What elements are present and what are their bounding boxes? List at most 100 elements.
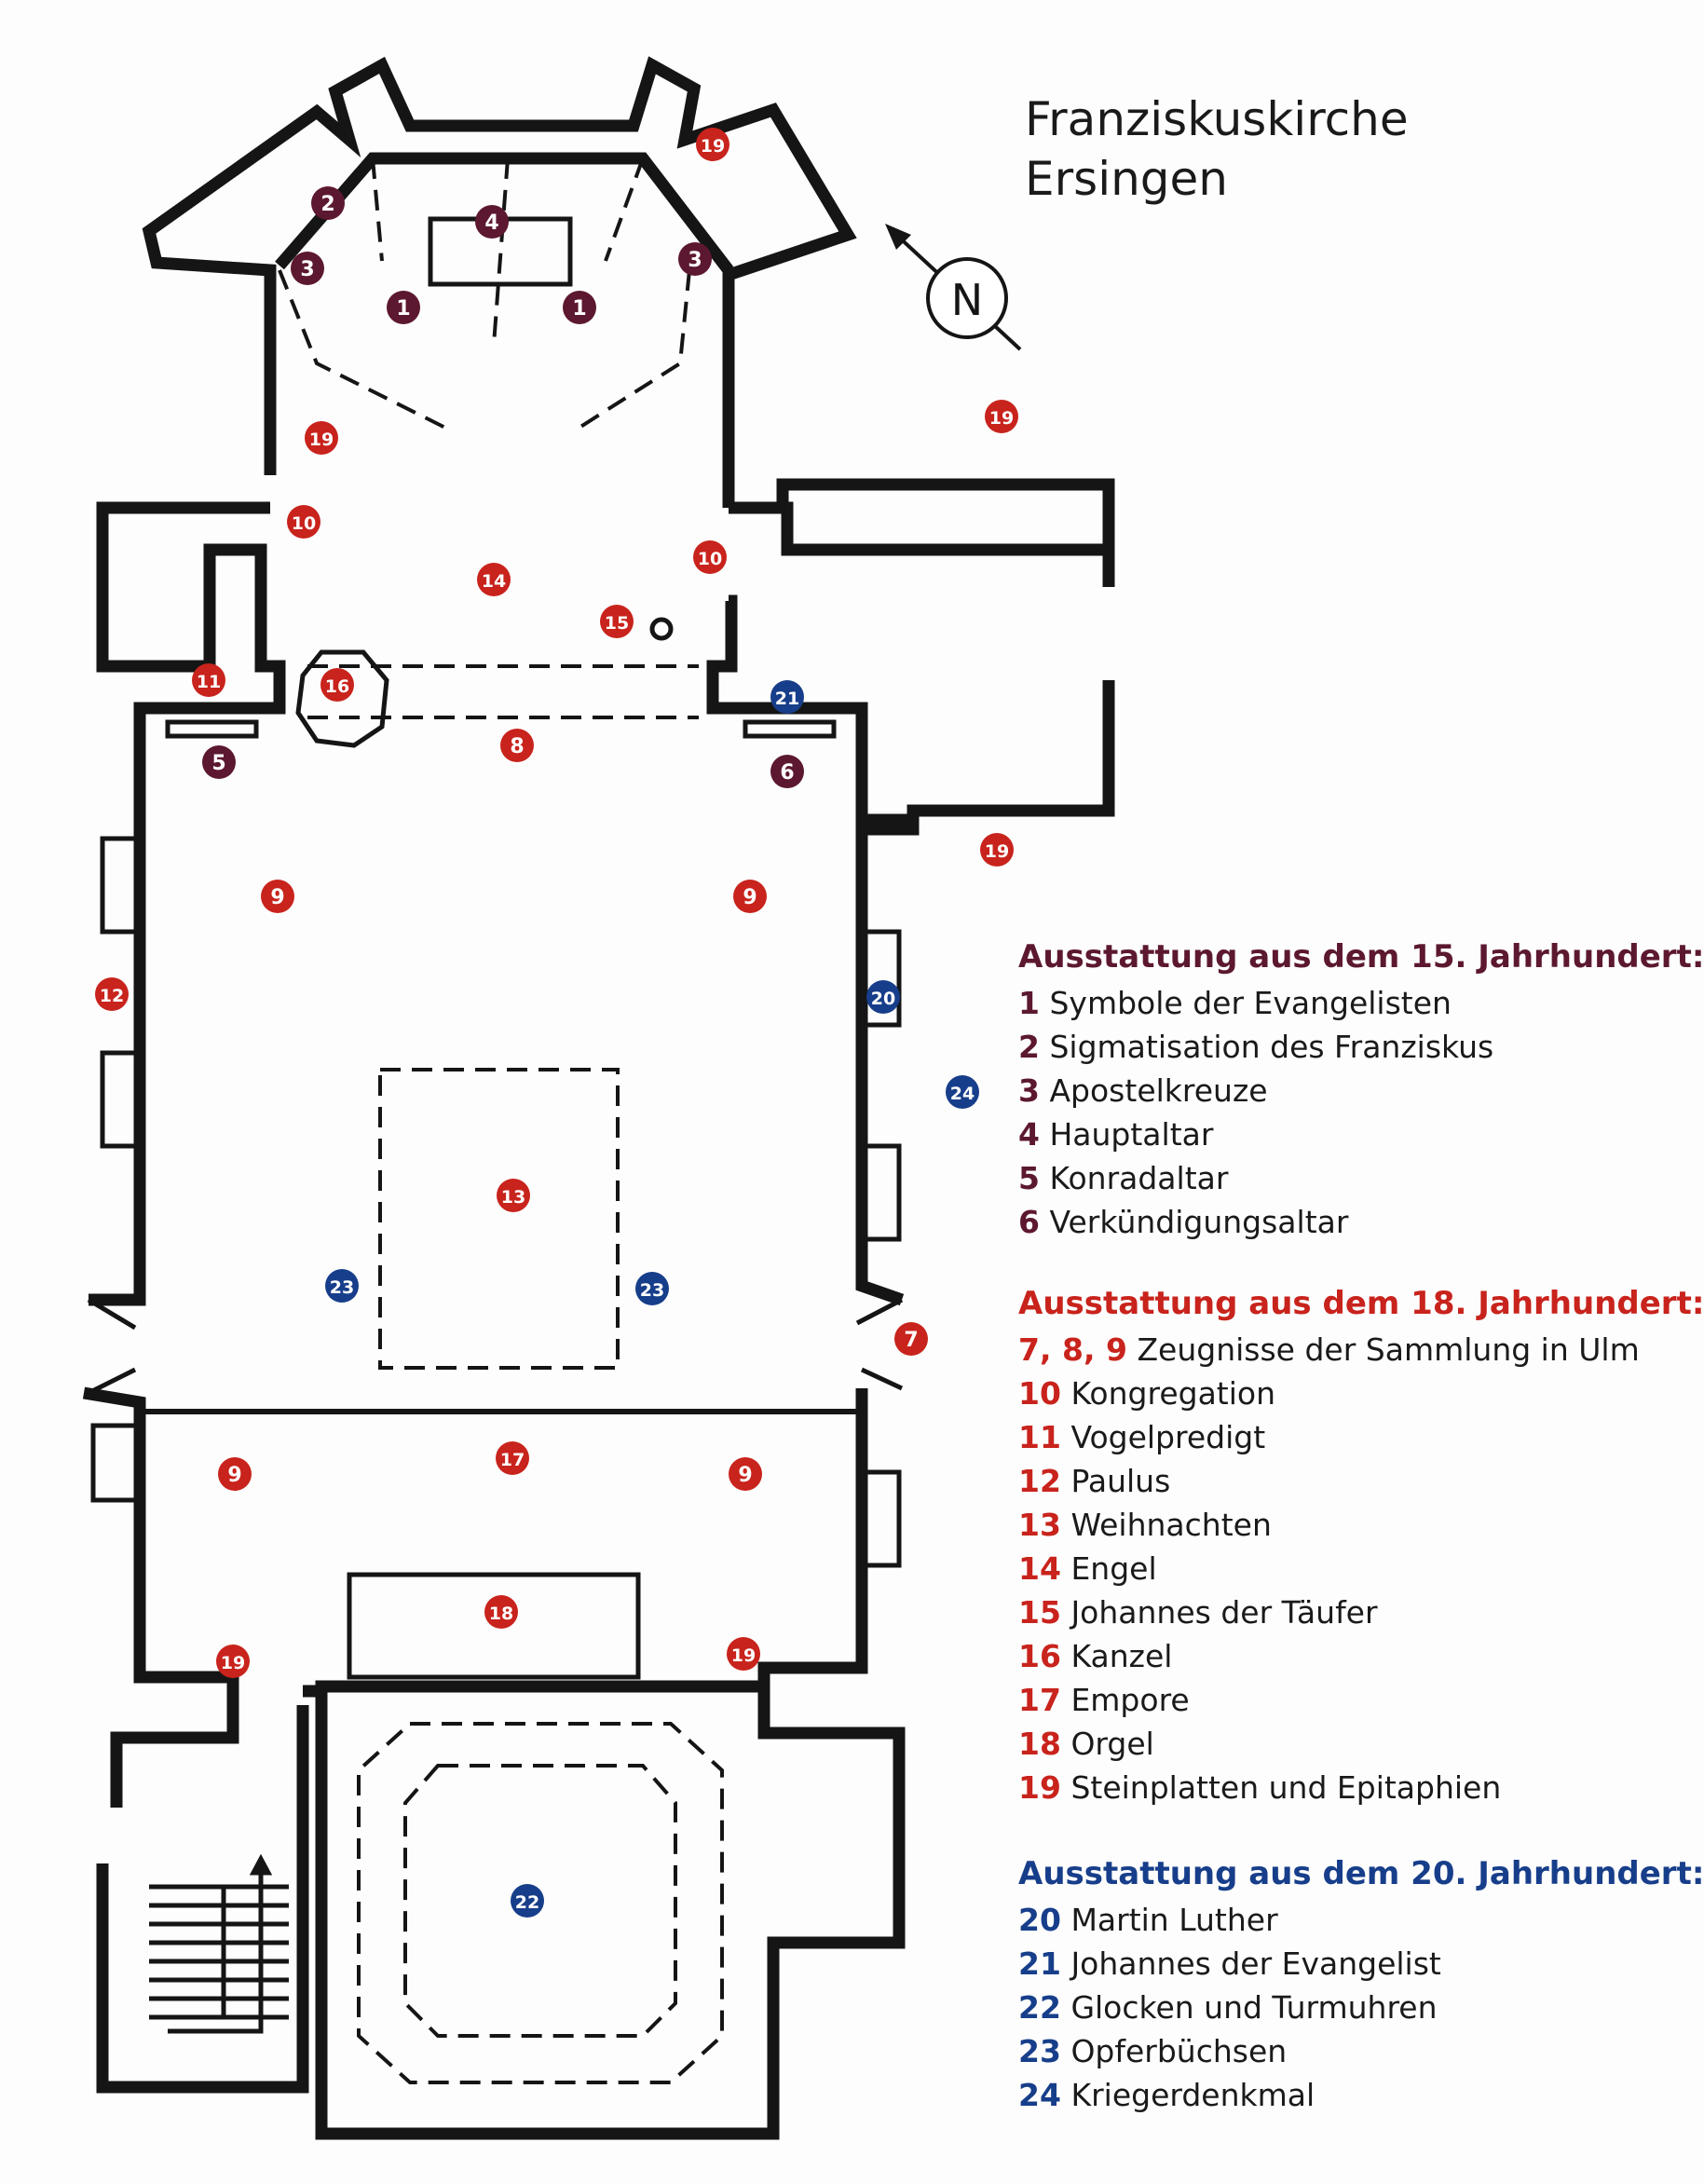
marker-12: 12 bbox=[95, 977, 129, 1011]
marker-circle bbox=[305, 421, 338, 455]
marker-circle bbox=[770, 680, 804, 714]
marker-circle bbox=[387, 291, 420, 324]
legend-num: 11 bbox=[1018, 1419, 1061, 1455]
legend-text: Glocken und Turmuhren bbox=[1070, 1989, 1438, 2026]
marker-circle bbox=[980, 833, 1014, 867]
legend-num: 22 bbox=[1018, 1989, 1061, 2026]
plan-title: Franziskuskirche Ersingen bbox=[1025, 89, 1409, 209]
marker-19: 19 bbox=[980, 833, 1014, 867]
legend-item: 10 Kongregation bbox=[1018, 1372, 1704, 1415]
apse-wall bbox=[142, 56, 857, 508]
marker-circle bbox=[635, 1272, 669, 1305]
marker-circle bbox=[563, 291, 596, 324]
legend-num: 5 bbox=[1018, 1160, 1040, 1196]
doorway-right bbox=[855, 1297, 904, 1391]
marker-label: 19 bbox=[989, 408, 1014, 429]
marker-circle bbox=[693, 540, 727, 574]
marker-7: 7 bbox=[894, 1322, 928, 1356]
pulpit-outline bbox=[295, 649, 389, 748]
marker-circle bbox=[500, 729, 534, 762]
marker-1: 1 bbox=[563, 291, 596, 324]
legend-18th-century: Ausstattung aus dem 18. Jahrhundert: 7, … bbox=[1018, 1282, 1704, 1809]
marker-circle bbox=[287, 505, 320, 539]
legend-num: 7, 8, 9 bbox=[1018, 1331, 1127, 1368]
legend-num: 12 bbox=[1018, 1463, 1061, 1499]
legend-text: Vogelpredigt bbox=[1070, 1419, 1266, 1455]
marker-circle bbox=[727, 1637, 760, 1671]
marker-13: 13 bbox=[497, 1179, 530, 1212]
marker-23: 23 bbox=[635, 1272, 669, 1305]
marker-17: 17 bbox=[496, 1441, 529, 1475]
marker-14: 14 bbox=[477, 563, 511, 596]
marker-circle bbox=[496, 1441, 529, 1475]
legend-num: 20 bbox=[1018, 1902, 1061, 1938]
compass-arrowhead bbox=[885, 224, 911, 250]
nave-left-wall bbox=[89, 501, 286, 1306]
legend-text: Paulus bbox=[1070, 1463, 1171, 1499]
marker-label: 12 bbox=[100, 986, 124, 1006]
legend-item: 22 Glocken und Turmuhren bbox=[1018, 1986, 1704, 2029]
legend-num: 14 bbox=[1018, 1550, 1061, 1587]
legend-item: 4 Hauptaltar bbox=[1018, 1112, 1704, 1156]
stairs bbox=[149, 1859, 289, 2034]
marker-19: 19 bbox=[985, 400, 1018, 433]
marker-circle bbox=[477, 563, 511, 596]
legend-text: Johannes der Täufer bbox=[1070, 1594, 1378, 1631]
marker-label: 19 bbox=[701, 136, 725, 157]
marker-label: 19 bbox=[221, 1653, 245, 1673]
sacristy-wall bbox=[729, 478, 1115, 587]
marker-label: 6 bbox=[780, 761, 794, 785]
marker-20: 20 bbox=[866, 980, 900, 1014]
legend-item: 3 Apostelkreuze bbox=[1018, 1069, 1704, 1112]
marker-label: 19 bbox=[309, 430, 334, 450]
marker-9: 9 bbox=[218, 1457, 252, 1491]
marker-circle bbox=[325, 1269, 359, 1303]
marker-9: 9 bbox=[733, 880, 767, 913]
title-line-1: Franziskuskirche bbox=[1025, 92, 1409, 146]
marker-label: 10 bbox=[698, 549, 722, 569]
marker-label: 13 bbox=[501, 1187, 525, 1208]
dashed-lines bbox=[278, 157, 724, 2084]
legend-text: Sigmatisation des Franziskus bbox=[1049, 1029, 1494, 1065]
legend-item: 1 Symbole der Evangelisten bbox=[1018, 981, 1704, 1025]
marker-8: 8 bbox=[500, 729, 534, 762]
legend-num: 21 bbox=[1018, 1945, 1061, 1982]
compass: N bbox=[885, 224, 1022, 351]
legend-num: 17 bbox=[1018, 1682, 1061, 1718]
marker-1: 1 bbox=[387, 291, 420, 324]
marker-circle bbox=[894, 1322, 928, 1356]
legend-text: Kongregation bbox=[1070, 1375, 1276, 1412]
legend-text: Johannes der Evangelist bbox=[1070, 1945, 1441, 1982]
vault-ribs bbox=[278, 157, 691, 430]
nave-right-wall bbox=[706, 594, 905, 1306]
legend-text: Zeugnisse der Sammlung in Ulm bbox=[1137, 1331, 1640, 1368]
legend-num: 16 bbox=[1018, 1638, 1061, 1674]
legend-item: 12 Paulus bbox=[1018, 1459, 1704, 1503]
nave-left-wall-lower bbox=[82, 1386, 239, 1808]
marker-5: 5 bbox=[202, 745, 236, 779]
marker-circle bbox=[866, 980, 900, 1014]
legend-text: Apostelkreuze bbox=[1049, 1072, 1268, 1109]
legend-item: 6 Verkündigungsaltar bbox=[1018, 1200, 1704, 1244]
marker-label: 9 bbox=[270, 886, 284, 909]
marker-circle bbox=[511, 1884, 544, 1918]
fixtures bbox=[87, 216, 904, 2034]
marker-circle bbox=[946, 1075, 979, 1109]
legend-num: 23 bbox=[1018, 2033, 1061, 2069]
legend-num: 13 bbox=[1018, 1507, 1061, 1543]
marker-label: 5 bbox=[211, 752, 225, 775]
legend-15th-century: Ausstattung aus dem 15. Jahrhundert: 1 S… bbox=[1018, 935, 1704, 1244]
title-line-2: Ersingen bbox=[1025, 152, 1228, 206]
marker-21: 21 bbox=[770, 680, 804, 714]
marker-circle bbox=[985, 400, 1018, 433]
marker-label: 23 bbox=[330, 1277, 354, 1298]
crib-area bbox=[378, 1068, 620, 1370]
tower-stair-wall bbox=[96, 1705, 309, 2094]
marker-circle bbox=[678, 242, 712, 276]
marker-circle bbox=[261, 880, 294, 913]
marker-label: 4 bbox=[484, 212, 498, 235]
marker-label: 8 bbox=[510, 735, 524, 758]
legend-item: 19 Steinplatten und Epitaphien bbox=[1018, 1766, 1704, 1809]
legend-num: 2 bbox=[1018, 1029, 1040, 1065]
marker-circle bbox=[311, 186, 345, 220]
